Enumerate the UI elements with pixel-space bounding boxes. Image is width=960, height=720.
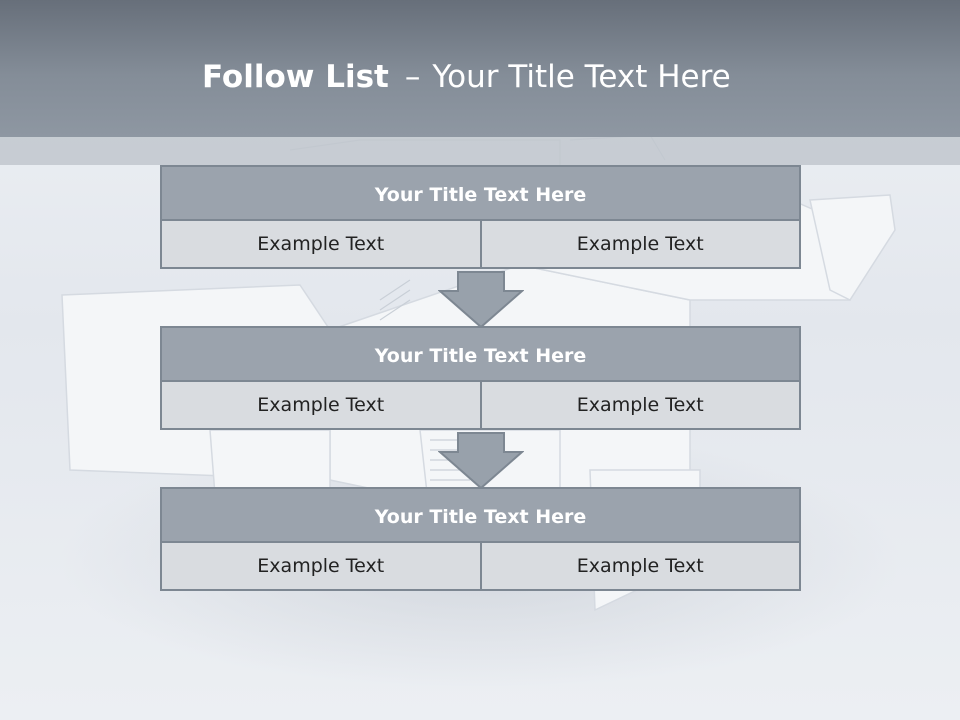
block-title: Your Title Text Here bbox=[160, 326, 801, 382]
header-bar bbox=[0, 0, 960, 137]
block-row: Example Text Example Text bbox=[160, 219, 801, 269]
block-title: Your Title Text Here bbox=[160, 487, 801, 543]
block-cell-left: Example Text bbox=[257, 394, 385, 416]
header-band bbox=[0, 137, 960, 165]
list-block-2: Your Title Text Here Example Text Exampl… bbox=[160, 326, 801, 430]
block-cell-left: Example Text bbox=[257, 233, 385, 255]
down-arrow-icon bbox=[438, 271, 524, 329]
title-bold: Follow List bbox=[202, 59, 389, 95]
title-rest: Your Title Text Here bbox=[432, 59, 731, 95]
page-title: Follow List–Your Title Text Here bbox=[202, 55, 731, 99]
block-title: Your Title Text Here bbox=[160, 165, 801, 221]
block-cell-left: Example Text bbox=[257, 555, 385, 577]
down-arrow-icon bbox=[438, 432, 524, 490]
block-cell-right: Example Text bbox=[479, 382, 800, 428]
title-dash: – bbox=[404, 59, 421, 95]
block-row: Example Text Example Text bbox=[160, 541, 801, 591]
list-block-3: Your Title Text Here Example Text Exampl… bbox=[160, 487, 801, 591]
block-row: Example Text Example Text bbox=[160, 380, 801, 430]
block-cell-right: Example Text bbox=[479, 543, 800, 589]
list-block-1: Your Title Text Here Example Text Exampl… bbox=[160, 165, 801, 269]
block-cell-right: Example Text bbox=[479, 221, 800, 267]
